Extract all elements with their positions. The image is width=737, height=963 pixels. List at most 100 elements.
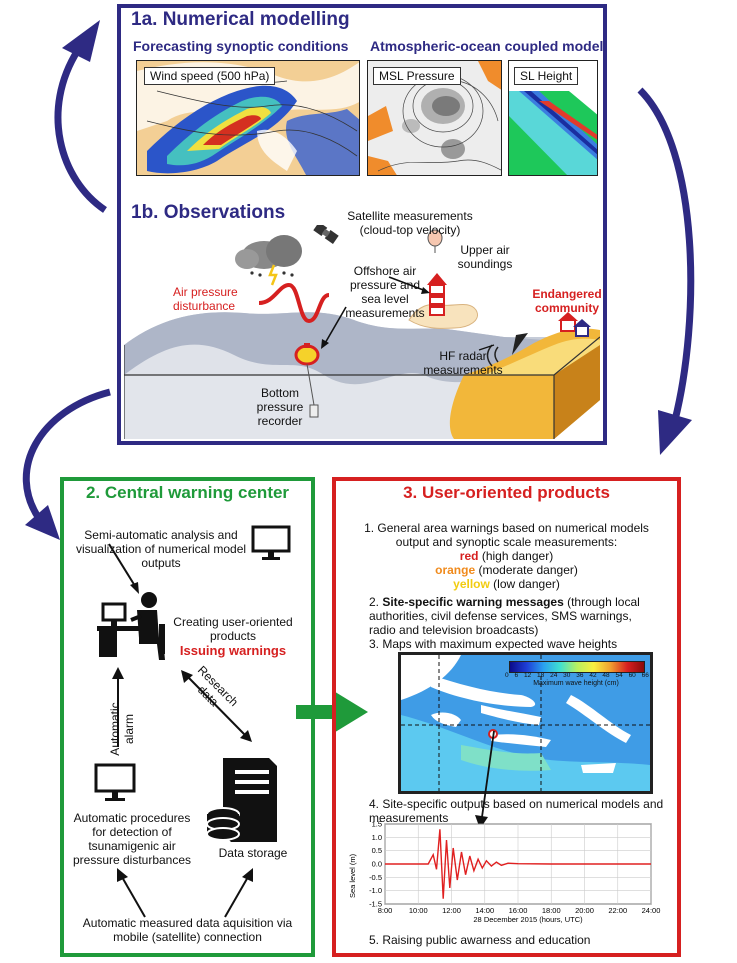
upper-air-text: Upper air soundings <box>457 243 513 271</box>
server-database-icon <box>206 758 277 842</box>
colorbar-label: Maximum wave height (cm) <box>533 680 619 687</box>
acquisition-text: Automatic measured data aquisition via m… <box>82 916 293 944</box>
monitor-icon <box>251 525 291 560</box>
red-desc: (high danger) <box>478 549 554 563</box>
colorbar-tick: 66 <box>641 672 649 679</box>
houses-icon <box>558 312 591 337</box>
red-word: red <box>459 549 479 563</box>
item4-text: 4. Site-specific outputs based on numeri… <box>369 797 664 825</box>
chart-x-label: 28 December 2015 (hours, UTC) <box>473 915 583 924</box>
colorbar-tick: 54 <box>615 672 623 679</box>
offshore-text: Offshore air pressure and sea level meas… <box>345 264 425 320</box>
buoy-icon <box>294 343 320 418</box>
colorbar-tick: 0 <box>505 672 509 679</box>
forecasting-heading: Forecasting synoptic conditions <box>133 38 349 54</box>
yellow-level: yellow (low danger) <box>340 577 673 591</box>
chart-x-tick-label: 8:00 <box>378 906 393 915</box>
colorbar-tick: 12 <box>523 672 532 679</box>
auto-alarm-text: Automatic alarm <box>108 702 136 756</box>
item2-text: 2. Site-specific warning messages (throu… <box>369 595 669 637</box>
chart-y-tick-label: -1.5 <box>369 900 382 909</box>
red-level: red (high danger) <box>340 549 673 563</box>
chart-y-tick-label: -0.5 <box>369 873 382 882</box>
satellite-icon <box>313 225 339 244</box>
bottom-recorder-text: Bottom pressure recorder <box>256 386 304 428</box>
coupled-model-heading: Atmospheric-ocean coupled model <box>370 38 604 54</box>
hf-radar-text: HF radar measurements <box>423 349 503 377</box>
chart-x-tick-label: 24:00 <box>642 906 661 915</box>
orange-word: orange <box>435 563 476 577</box>
item5-text: 5. Raising public awarness and education <box>369 933 591 947</box>
endangered-text: Endangered community <box>532 287 602 315</box>
item2-rest: (through local authorities, civil defens… <box>369 595 640 637</box>
chart-y-tick-label: 0.0 <box>372 860 382 869</box>
orange-level: orange (moderate danger) <box>340 563 673 577</box>
issuing-warnings-text: Issuing warnings <box>179 643 287 658</box>
wave-height-graphic <box>401 655 650 791</box>
operator-at-desk-icon <box>97 592 165 660</box>
section2-arrows <box>112 667 253 918</box>
colorbar-tick: 48 <box>602 672 610 679</box>
numerical-modelling-frame <box>117 4 607 445</box>
chart-x-tick-label: 16:00 <box>509 906 528 915</box>
weather-balloon-icon <box>427 229 443 253</box>
sea-level-series-line <box>385 829 651 899</box>
central-warning-title: 2. Central warning center <box>85 483 290 502</box>
colorbar-tick: 30 <box>563 672 571 679</box>
arrow-to-operator <box>108 543 139 594</box>
msl-pressure-map: MSL Pressure <box>367 60 502 176</box>
item2-bold: Site-specific warning messages <box>382 595 564 609</box>
chart-y-tick-label: -1.0 <box>369 886 382 895</box>
observations-title: 1b. Observations <box>131 202 286 223</box>
orange-desc: (moderate danger) <box>475 563 578 577</box>
chart-line <box>385 829 651 899</box>
colorbar-ticks: 0 6 12 18 24 30 36 42 48 54 60 66 <box>505 672 649 679</box>
colorbar-tick: 60 <box>628 672 636 679</box>
wind-speed-label: Wind speed (500 hPa) <box>144 67 276 85</box>
semi-auto-text: Semi-automatic analysis and visualizatio… <box>75 528 247 570</box>
satellite-text: Satellite measurements (cloud-top veloci… <box>347 209 473 237</box>
hf-radar-icon <box>486 333 528 367</box>
yellow-desc: (low danger) <box>489 577 560 591</box>
chart-x-tick-label: 20:00 <box>575 906 594 915</box>
chart-x-tick-label: 10:00 <box>409 906 428 915</box>
chart-y-tick-label: 1.0 <box>372 833 382 842</box>
item1-text: 1. General area warnings based on numeri… <box>364 521 649 549</box>
chart-x-tick-label: 22:00 <box>608 906 627 915</box>
creating-products-text: Creating user-oriented products <box>173 615 293 643</box>
wind-speed-map-graphic <box>137 61 359 175</box>
colorbar-tick: 36 <box>576 672 584 679</box>
colorbar-tick: 6 <box>514 672 519 679</box>
observation-scene <box>124 225 600 439</box>
central-warning-frame <box>60 477 315 957</box>
detection-monitor-icon <box>94 763 136 801</box>
chart-y-tick-label: 0.5 <box>372 846 382 855</box>
lighthouse-icon <box>427 273 447 316</box>
wind-speed-map: Wind speed (500 hPa) <box>136 60 360 176</box>
sl-height-label: SL Height <box>514 67 579 85</box>
user-products-frame <box>332 477 681 957</box>
colorbar-tick: 18 <box>537 672 545 679</box>
chart-y-ticks: 1.5 1.0 0.5 0.0 -0.5 -1.0 -1.5 <box>369 820 382 909</box>
chart-y-tick-label: 1.5 <box>372 820 382 829</box>
chart-x-tick-label: 18:00 <box>542 906 561 915</box>
msl-pressure-label: MSL Pressure <box>373 67 461 85</box>
yellow-word: yellow <box>453 577 490 591</box>
colorbar-tick: 42 <box>589 672 597 679</box>
wave-height-map: 0 6 12 18 24 30 36 42 48 54 60 66 Maximu… <box>398 652 653 794</box>
air-pressure-text: Air pressure disturbance <box>173 285 238 313</box>
item3-text: 3. Maps with maximum expected wave heigh… <box>369 637 618 651</box>
data-storage-text: Data storage <box>218 846 288 860</box>
user-products-title: 3. User-oriented products <box>403 483 610 502</box>
colorbar-tick: 24 <box>550 672 558 679</box>
auto-procedures-text: Automatic procedures for detection of ts… <box>72 811 192 867</box>
map-to-chart-arrow <box>475 730 495 829</box>
storm-cloud-icon <box>235 235 302 286</box>
numerical-modelling-title: 1a. Numerical modelling <box>131 9 350 30</box>
colorbar <box>509 661 645 673</box>
chart-y-label: Sea level (m) <box>348 853 357 898</box>
chart-x-tick-label: 14:00 <box>475 906 494 915</box>
